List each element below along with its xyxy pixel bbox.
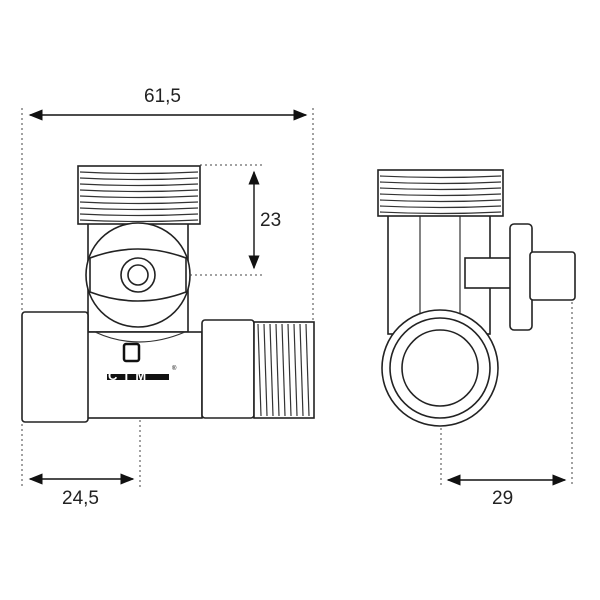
side-view [377, 169, 576, 427]
knob-center-inner [127, 264, 149, 286]
right-thread-lines [257, 323, 310, 417]
thread-line [379, 181, 502, 185]
thread-line [79, 189, 199, 193]
side-handle-grip [529, 251, 576, 301]
thread-line [275, 323, 280, 417]
front-view: ® [21, 165, 315, 423]
thread-line [379, 211, 502, 215]
thread-line [305, 323, 310, 417]
side-top-thread-lines [379, 175, 502, 215]
logo-registered-mark: ® [172, 365, 177, 372]
thread-line [79, 201, 199, 205]
thread-line [263, 323, 268, 417]
thread-line [79, 171, 199, 175]
logo-mark-icon [122, 342, 141, 363]
dimension-overall-width: 61,5 [144, 86, 181, 107]
front-body [85, 331, 203, 419]
thread-line [379, 193, 502, 197]
thread-line [79, 219, 199, 223]
dimension-top-thread-height: 23 [260, 210, 282, 231]
ctm-logo: ® [107, 342, 177, 380]
right-collar [201, 319, 255, 419]
body-seam-line [94, 331, 186, 343]
left-nut [21, 311, 89, 423]
dimension-lines [21, 108, 573, 488]
thread-line [79, 207, 199, 211]
dimension-side-depth: 29 [492, 488, 514, 509]
thread-line [379, 175, 502, 179]
thread-line [379, 199, 502, 203]
thread-line [79, 213, 199, 217]
front-top-thread-lines [79, 171, 199, 223]
thread-line [79, 183, 199, 187]
thread-line [269, 323, 274, 417]
thread-line [379, 187, 502, 191]
side-stem [464, 257, 516, 289]
thread-line [293, 323, 298, 417]
logo-text: CTM [108, 368, 152, 383]
thread-line [281, 323, 286, 417]
thread-line [299, 323, 304, 417]
thread-line [287, 323, 292, 417]
thread-line [257, 323, 262, 417]
thread-line [79, 177, 199, 181]
dimension-left-offset: 24,5 [62, 488, 99, 509]
side-outlet-inner [401, 329, 479, 407]
thread-line [379, 205, 502, 209]
thread-line [79, 195, 199, 199]
side-handle [509, 223, 533, 331]
logo-text-bar [107, 374, 169, 380]
